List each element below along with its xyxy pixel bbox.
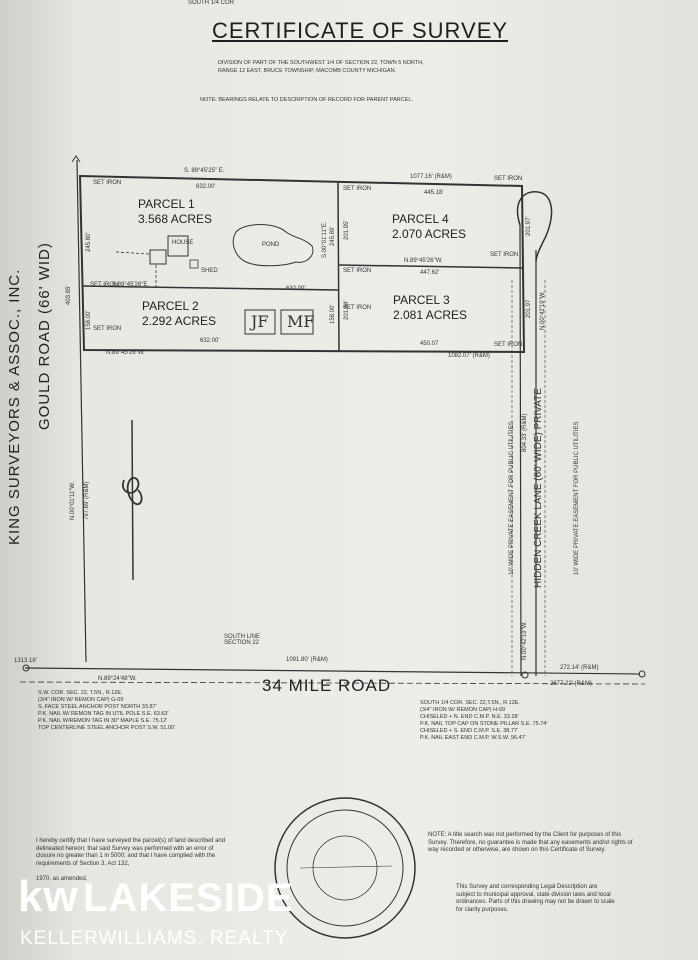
parcel-4-south-bearing: N.89°45'26"W. — [404, 258, 443, 264]
north-arrow-icon — [131, 419, 134, 581]
east-bearing: N.00°42'19"W. — [540, 291, 546, 330]
south-bearing: N.89°45'26"W. — [106, 350, 145, 356]
shed-icon — [189, 259, 199, 269]
west-distance-2: 403.85' — [66, 285, 72, 306]
bearing-note: NOTE: BEARINGS RELATE TO DESCRIPTION OF … — [200, 97, 414, 103]
parcel-4-top-distance: 445.18' — [424, 190, 444, 196]
mid-distance-4: 201.94' — [344, 300, 350, 321]
parcel-2-acres: 2.292 ACRES — [142, 314, 217, 328]
mid-distance-2: 245.89' — [330, 226, 336, 247]
parcel-4-name: PARCEL 4 — [392, 212, 449, 226]
parcel-3-south-distance: 450.07 — [420, 341, 439, 347]
parcel-3-acres: 2.081 ACRES — [393, 308, 468, 322]
parcel-4-acres: 2.070 ACRES — [392, 227, 467, 241]
initials-box-2 — [280, 309, 314, 335]
set-iron-ne: SET IRON — [494, 176, 523, 182]
lane-bearing: N.00°42'19"W. — [522, 621, 528, 660]
right-distance: 272.14' (R&M) — [560, 665, 599, 671]
left-distance: 1313.18' — [14, 658, 37, 664]
kw-mark: kw — [18, 872, 79, 921]
set-iron-se: SET IRON — [494, 342, 523, 348]
s-corner-line: SOUTH 1/4 COR. SEC. 22,T.5N., R.12E. — [420, 700, 520, 706]
set-iron-e: SET IRON — [490, 252, 519, 258]
parcel-2-north-bearing: S.89°45'26"E. — [112, 282, 150, 288]
parcel-2-north-distance: 632.00' — [286, 286, 306, 292]
s-corner-line: P.K. NAIL EAST END C.M.P. W.S.W. 96.47' — [420, 735, 526, 741]
mid-bearing: S.00°01'11"E. — [322, 221, 328, 258]
pond-label: POND — [262, 242, 280, 248]
s-corner-line: CHISELED + N. END C.M.P. N.E. 33.28' — [420, 714, 519, 720]
mid-distance-5: 158.00' — [330, 304, 336, 325]
header-fragment: SOUTH 1/4 COR — [188, 0, 235, 6]
set-iron-sw: SET IRON — [93, 326, 122, 332]
description-line-1: DIVISION OF PART OF THE SOUTHWEST 1/4 OF… — [218, 60, 424, 66]
sw-corner-line: S. FACE STEEL ANCHOR POST NORTH 33.87' — [38, 704, 157, 710]
s-corner-line: (3/4" IRON W/ REMON CAP) H-09 — [420, 707, 506, 713]
road-bearing: N.89°24'48"W. — [98, 676, 137, 682]
west-distance-3: 158.00' — [86, 310, 92, 331]
east-distance-2: 201.97 — [526, 299, 532, 318]
west-line-bearing: N.00°01'11"W. — [70, 481, 76, 520]
parcel-2-south-distance: 632.00' — [200, 338, 220, 344]
sw-corner-notes: S.W. COR. SEC. 22, T.5N., R.12E. (3/4" I… — [38, 690, 175, 732]
road-name: 34 MILE ROAD — [262, 676, 392, 695]
set-iron-w: SET IRON — [90, 282, 119, 288]
s-corner-line: P.K. NAIL TOP CAP ON STONE PILLAR S.E. 7… — [420, 721, 548, 727]
s-quarter-corner-notes: SOUTH 1/4 COR. SEC. 22,T.5N., R.12E. (3/… — [420, 700, 547, 742]
right-total-distance: 2677.22' (R&M) — [550, 681, 592, 687]
parcel-4-south-distance: 447.62' — [420, 270, 440, 276]
sw-corner-line: P.K. NAIL W/REMON TAG IN 30" MAPLE S.E. … — [38, 718, 168, 724]
set-iron-s-mid: SET IRON — [343, 305, 372, 311]
surveyor-seal — [274, 797, 416, 939]
description-line-2: RANGE 12 EAST, BRUCE TOWNSHIP, MACOMB CO… — [218, 68, 397, 74]
parcel-3-name: PARCEL 3 — [393, 293, 450, 307]
lakeside-wordmark: LAKESIDE — [83, 876, 294, 920]
parcel-2-name: PARCEL 2 — [142, 299, 199, 313]
pond-icon — [232, 224, 314, 267]
house-icon — [167, 235, 189, 257]
parcel-1-acres: 3.568 ACRES — [138, 212, 213, 226]
note-block-2: This Survey and corresponding Legal Desc… — [456, 884, 615, 913]
top-bearing: S. 89°45'25" E. — [184, 168, 225, 174]
set-iron-nw: SET IRON — [93, 180, 122, 186]
keller-williams-wordmark: KELLERWILLIAMS. REALTY — [20, 928, 289, 949]
south-total-distance: 1082.07' (R&M) — [448, 353, 490, 359]
sw-corner-line: S.W. COR. SEC. 22, T.5N., R.12E. — [38, 690, 123, 696]
mid-distance-1: 201.95' — [344, 220, 350, 241]
parcel-1-name: PARCEL 1 — [138, 197, 195, 211]
note-block: NOTE: A title search was not performed b… — [428, 832, 633, 853]
lane-length: 804.33' (R&M) — [522, 413, 528, 453]
sw-corner-line: TOP CENTERLINE STEEL ANCHOR POST S.W. 51… — [38, 725, 176, 731]
s-corner-line: CHISELED + S. END C.M.P. S.E. 38.77' — [420, 728, 519, 734]
road-total-distance: 1091.80' (R&M) — [286, 657, 328, 663]
certification-text: I hereby certify that I have surveyed th… — [36, 838, 226, 867]
set-iron-mid: SET IRON — [343, 268, 372, 274]
top-total-distance: 1077.16' (R&M) — [410, 174, 452, 180]
initials-2: MF — [287, 312, 315, 331]
certification-year: 1970, as amended. — [36, 876, 88, 882]
document-title: CERTIFICATE OF SURVEY — [212, 18, 509, 43]
sw-corner-line: P.K. NAIL W/ REMON TAG IN UTIL POLE S.E.… — [38, 711, 169, 717]
parcel-1-top-distance: 632.00' — [196, 184, 216, 190]
house-label: HOUSE — [172, 240, 194, 246]
west-line-distance: 797.69' (R&M) — [84, 481, 90, 521]
initials-box-1 — [244, 309, 276, 335]
kw-logo: kw LAKESIDE — [18, 872, 293, 922]
initials-1: JF — [251, 312, 269, 331]
west-distance-1: 245.80' — [86, 232, 92, 253]
south-line-label: SOUTH LINE SECTION 22 — [224, 634, 261, 646]
set-iron-n-mid: SET IRON — [343, 186, 372, 192]
sw-corner-line: (3/4" IRON W/ REMON CAP) G-09 — [38, 697, 124, 703]
east-distance-1: 201.97' — [526, 216, 532, 237]
shed-label: SHED — [201, 268, 218, 274]
parent-parcel-boundary — [78, 174, 526, 354]
